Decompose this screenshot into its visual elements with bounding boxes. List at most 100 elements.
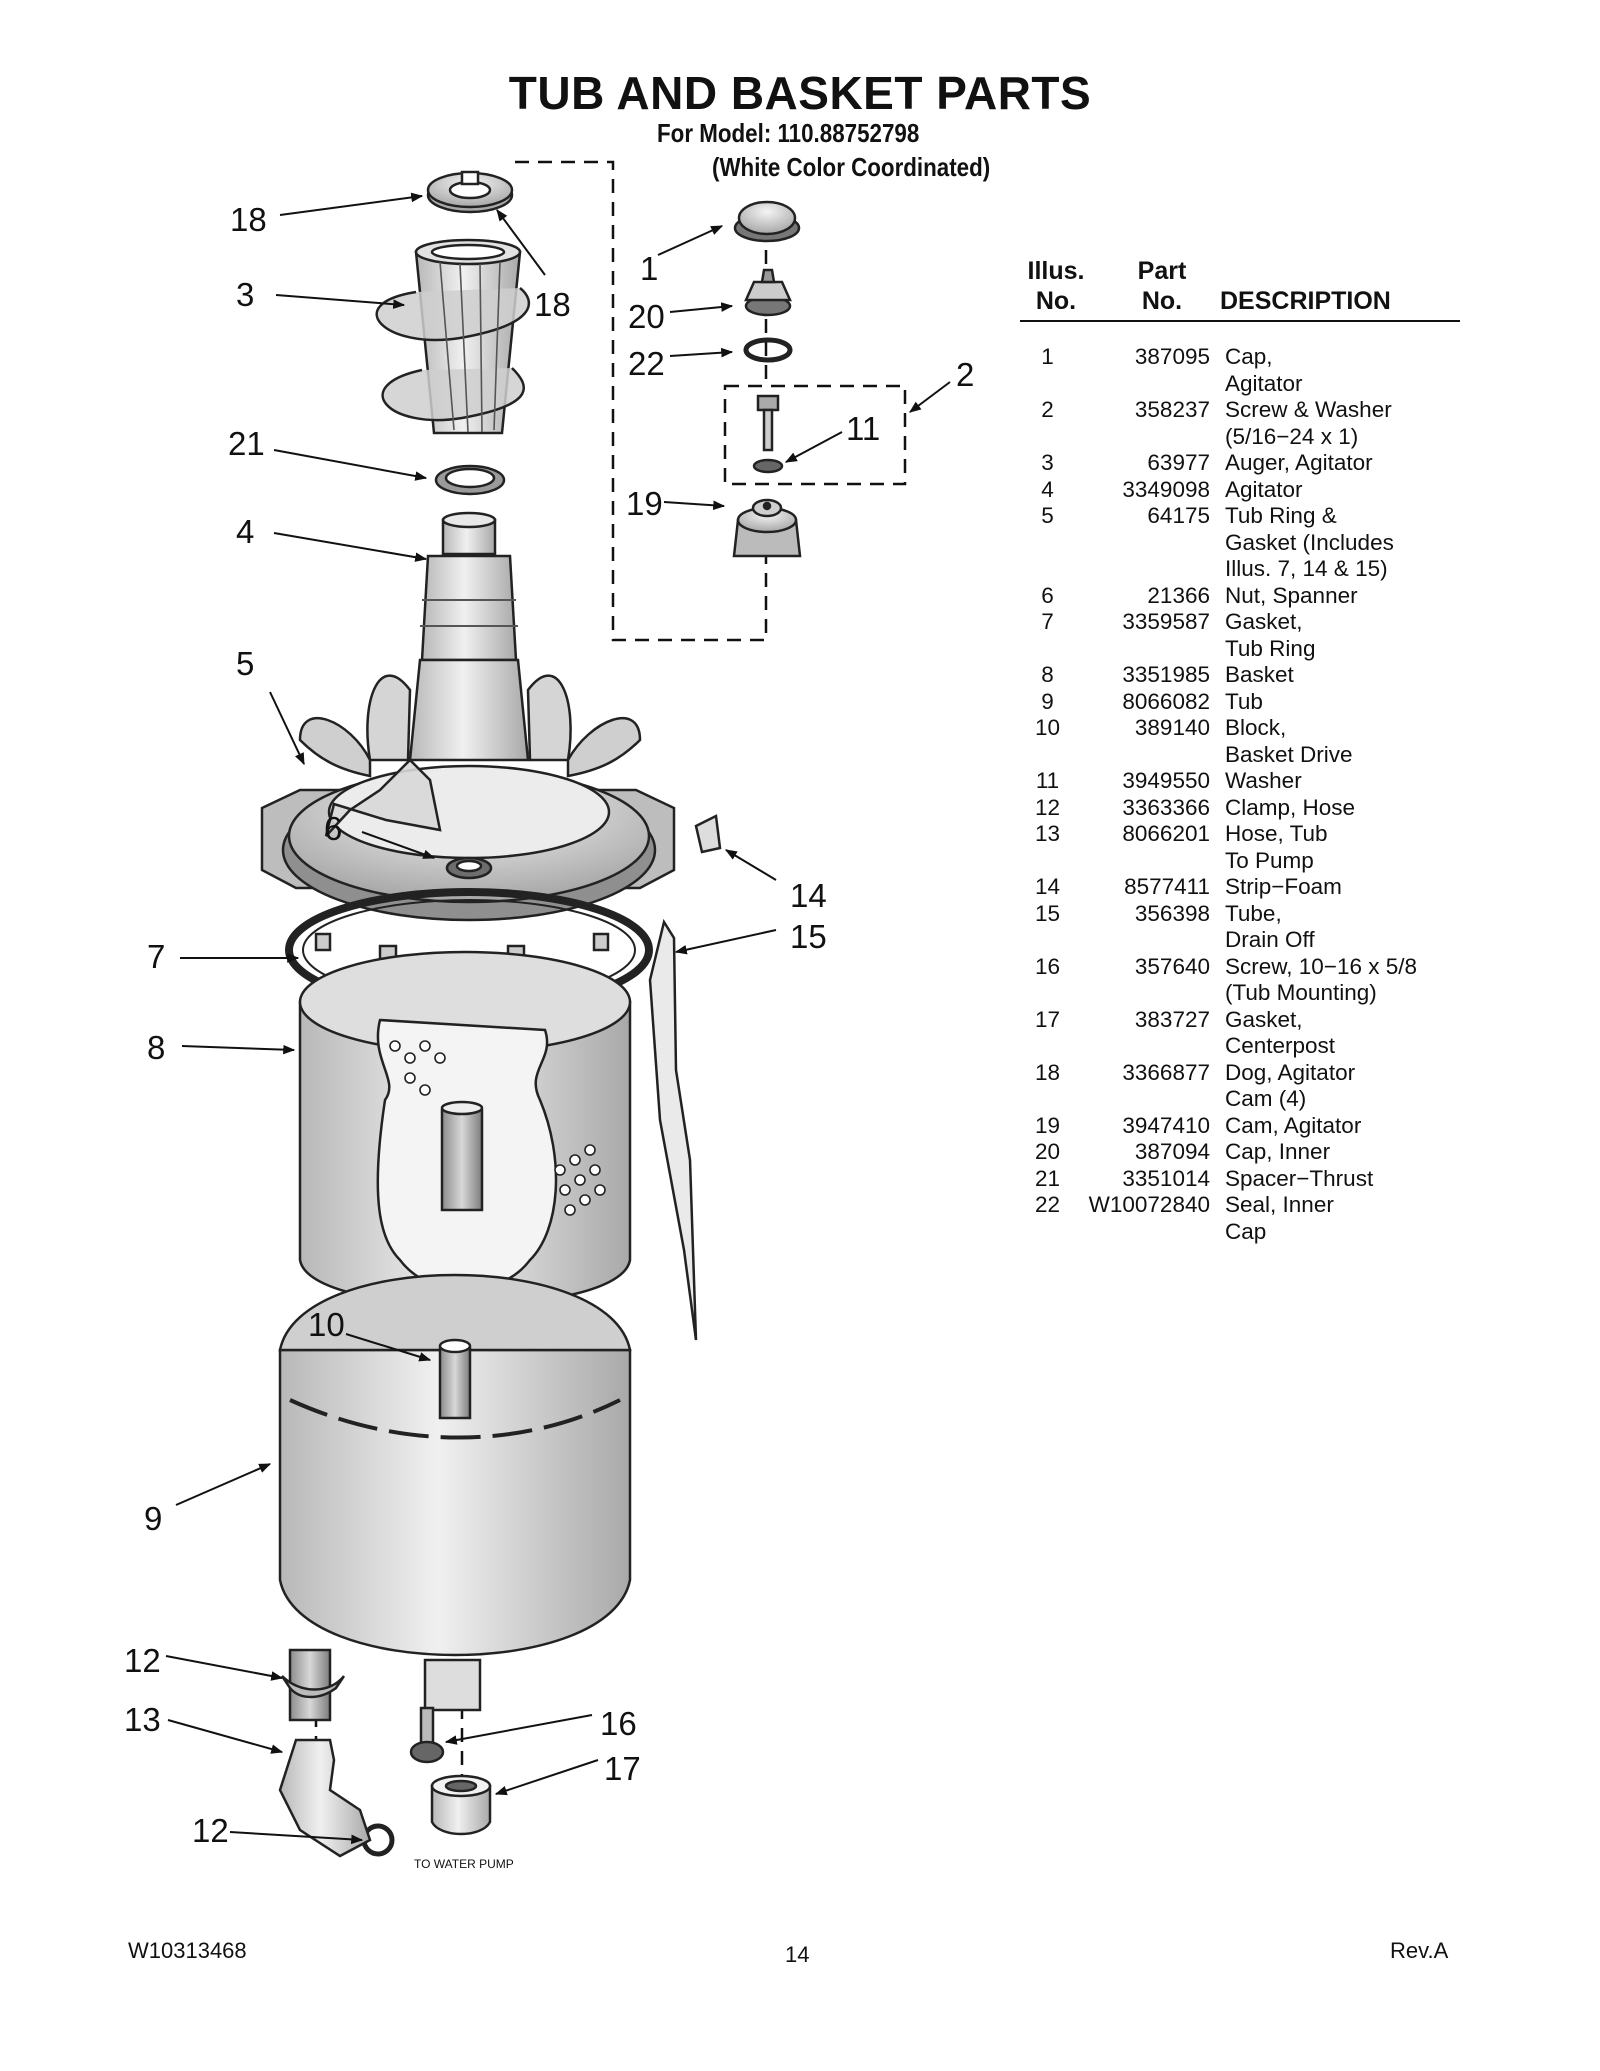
part-description: Auger, Agitator xyxy=(1210,450,1373,477)
callout-label: 15 xyxy=(790,918,827,955)
description-line: Hose, Tub xyxy=(1225,821,1328,846)
illus-number: 12 xyxy=(1034,794,1061,820)
agitator-cap-part xyxy=(733,200,801,243)
part-description: Clamp, Hose xyxy=(1210,795,1355,822)
description-line: Gasket, xyxy=(1225,609,1303,634)
description-line: (Tub Mounting) xyxy=(1225,980,1377,1005)
screw-and-washer-part xyxy=(756,394,780,452)
description-line: Cap, xyxy=(1225,344,1273,369)
page-title: TUB AND BASKET PARTS xyxy=(508,67,1092,119)
part-number: 3366877 xyxy=(1122,1059,1210,1085)
part-header-line1: Part xyxy=(1137,257,1187,285)
illus-number: 21 xyxy=(1034,1165,1061,1191)
description-line: Washer xyxy=(1225,768,1302,793)
part-description: Basket xyxy=(1210,662,1294,689)
part-description: Cap,Agitator xyxy=(1210,344,1303,397)
description-line: Nut, Spanner xyxy=(1225,582,1358,608)
illus-number: 20 xyxy=(1034,1139,1061,1164)
illus-number: 14 xyxy=(1034,874,1061,899)
description-line: Agitator xyxy=(1225,370,1303,396)
illus-number: 10 xyxy=(1034,715,1061,740)
agitator-part xyxy=(298,511,642,778)
illus-number: 7 xyxy=(1041,609,1054,634)
callout-numbers: 18 18 3 21 4 5 6 7 8 10 9 12 13 12 1 20 … xyxy=(124,201,974,1871)
part-description: Screw, 10−16 x 5/8(Tub Mounting) xyxy=(1210,954,1417,1007)
part-number: W10072840 xyxy=(1088,1192,1210,1217)
part-number: 21366 xyxy=(1147,582,1210,608)
description-line: Basket Drive xyxy=(1225,741,1353,767)
description-line: Tub xyxy=(1225,688,1263,714)
part-number: 3351985 xyxy=(1122,662,1210,687)
callout-label: 19 xyxy=(626,485,663,522)
illus-number: 11 xyxy=(1035,768,1060,793)
part-description: Spacer−Thrust xyxy=(1210,1166,1373,1193)
description-line: Block, xyxy=(1225,715,1287,740)
parts-table-header: Illus. No. Part No. DESCRIPTION xyxy=(1020,256,1460,322)
callout-label: 22 xyxy=(628,345,665,382)
description-line: Cap, Inner xyxy=(1225,1139,1331,1164)
callout-label: 11 xyxy=(846,410,880,447)
parts-row: 20 387094 Cap, Inner xyxy=(1020,1139,1460,1166)
centerpost-gasket-part xyxy=(430,1774,492,1836)
description-line: Dog, Agitator xyxy=(1225,1059,1356,1085)
callout-label: 9 xyxy=(144,1500,162,1537)
callout-label: 16 xyxy=(600,1705,637,1742)
part-number: 389140 xyxy=(1134,715,1210,740)
part-number: 3947410 xyxy=(1122,1112,1210,1138)
illus-number: 18 xyxy=(1034,1059,1061,1085)
part-description: Screw & Washer(5/16−24 x 1) xyxy=(1210,397,1392,450)
agitator-cam-part xyxy=(732,498,802,558)
illus-number: 15 xyxy=(1034,900,1061,926)
part-description: Gasket,Centerpost xyxy=(1210,1007,1335,1060)
callout-label: 4 xyxy=(236,513,254,550)
part-number: 387095 xyxy=(1134,344,1210,369)
page-number: 14 xyxy=(785,1942,810,1967)
tub-ring-part xyxy=(260,758,676,922)
inner-cap-part xyxy=(744,268,792,317)
illus-number: 1 xyxy=(1041,344,1054,369)
revision: Rev.A xyxy=(1390,1938,1449,1963)
tub-screw-part xyxy=(409,1706,445,1764)
leader-arrows xyxy=(165,192,951,1845)
callout-label: 7 xyxy=(147,938,165,975)
part-description: Block,Basket Drive xyxy=(1210,715,1353,768)
description-line: Cap xyxy=(1225,1218,1267,1244)
description-line: Drain Off xyxy=(1225,927,1315,952)
description-line: Agitator xyxy=(1225,476,1303,502)
callout-label: 17 xyxy=(604,1750,641,1787)
callout-label: 12 xyxy=(192,1812,229,1849)
drain-tube-part xyxy=(648,918,698,1341)
part-number: 357640 xyxy=(1134,953,1210,979)
description-line: Cam (4) xyxy=(1225,1086,1307,1111)
description-line: To Pump xyxy=(1225,847,1314,873)
part-number: 3363366 xyxy=(1122,794,1210,820)
inner-cap-seal-part xyxy=(743,337,793,363)
illus-number: 16 xyxy=(1034,953,1061,979)
part-description: Agitator xyxy=(1210,477,1303,504)
part-number: 387094 xyxy=(1134,1139,1210,1164)
part-number: 8066201 xyxy=(1122,821,1210,846)
description-line: Seal, Inner xyxy=(1225,1192,1334,1217)
part-description: Nut, Spanner xyxy=(1210,583,1358,610)
callout-label: 14 xyxy=(790,877,827,914)
description-line: Screw, 10−16 x 5/8 xyxy=(1225,953,1417,979)
description-line: Auger, Agitator xyxy=(1225,450,1373,475)
hose-clamp-upper-part xyxy=(280,1675,346,1699)
part-description: Strip−Foam xyxy=(1210,874,1342,901)
